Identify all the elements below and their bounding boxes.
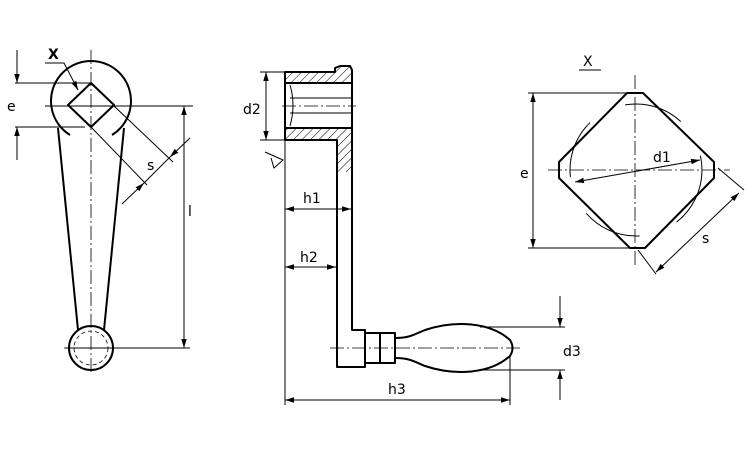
dim-h1-label: h1 <box>303 191 321 207</box>
dim-l-label: l <box>188 204 192 220</box>
detail-view-x: X e d1 s <box>520 54 745 275</box>
front-view: e l s X <box>7 47 193 372</box>
extension-line <box>717 167 745 191</box>
extension-line <box>90 126 148 186</box>
square-profile <box>558 92 715 249</box>
detail-dim-e-label: e <box>520 166 529 182</box>
detail-title: X <box>583 54 593 70</box>
arm-outline <box>57 127 125 331</box>
dim-s-arrow <box>121 182 145 205</box>
view-x-label: X <box>48 47 59 63</box>
section-hatching <box>335 66 352 83</box>
dim-s-line <box>143 156 171 184</box>
detail-dim-s-label: s <box>702 231 709 247</box>
view-x-leader-arrow <box>45 62 79 91</box>
crank-arm-section <box>284 65 366 368</box>
extension-line <box>637 249 657 275</box>
dim-d3-label: d3 <box>563 344 581 360</box>
dim-s-label: s <box>147 158 154 174</box>
detail-dim-d1-line <box>574 158 701 184</box>
extension-line <box>113 105 174 163</box>
handle-grip <box>394 323 514 373</box>
dim-e-label: e <box>7 99 16 115</box>
dim-h3-label: h3 <box>388 382 406 398</box>
side-view: d2 h1 h2 h3 d3 <box>243 65 581 405</box>
section-hatching <box>285 128 352 172</box>
dim-d2-label: d2 <box>243 102 261 118</box>
surface-finish-symbol <box>264 151 284 169</box>
dim-h2-label: h2 <box>300 250 318 266</box>
bore-chamfer <box>289 84 294 127</box>
detail-dim-d1-label: d1 <box>653 150 671 166</box>
dim-s-arrow <box>169 137 191 158</box>
section-hatching <box>285 72 335 83</box>
detail-dim-s-line <box>655 192 740 273</box>
